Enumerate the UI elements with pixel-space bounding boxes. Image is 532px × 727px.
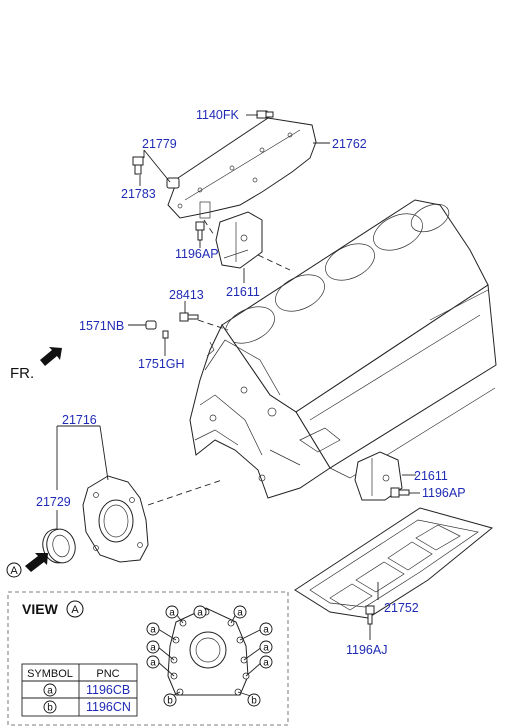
front-direction-label: FR. [10,365,34,382]
table-header-pnc: PNC [96,668,119,680]
view-a-box: VIEW A [7,591,289,726]
symbol-bubble-a-2: a [233,605,247,619]
symbol-bubble-b-9: b [163,693,177,707]
symbol-pnc-table: SYMBOL PNC a 1196CB b 1196CN [21,663,138,717]
callout-21611-top[interactable]: 21611 [226,285,260,299]
callout-21611-bottom[interactable]: 21611 [414,469,448,483]
callout-21752[interactable]: 21752 [384,601,419,615]
svg-text:a: a [237,608,243,619]
callout-1140FK[interactable]: 1140FK [196,108,240,122]
callout-28413[interactable]: 28413 [169,288,204,302]
svg-text:b: b [167,696,173,707]
callout-21783[interactable]: 21783 [121,187,156,201]
view-a-title: VIEW [22,601,59,617]
bolt-1196AP-bottom [390,487,410,498]
svg-text:a: a [197,608,203,619]
view-a-marker-letter: A [10,565,18,577]
table-row-a-symbol: a [47,686,53,697]
mount-bracket-21611-top [215,211,263,269]
callout-1571NB[interactable]: 1571NB [79,319,124,333]
symbol-bubble-a-8: a [259,655,273,669]
svg-text:a: a [150,658,156,669]
callout-1751GH[interactable]: 1751GH [138,357,185,371]
table-row-b-symbol: b [47,703,53,714]
callout-21779[interactable]: 21779 [142,137,177,151]
svg-text:a: a [169,608,175,619]
bolt-1196AP-top [195,221,205,241]
svg-text:a: a [150,625,156,636]
pin-1751GH [162,330,169,339]
view-a-marker: A [6,553,48,578]
bolt-28413 [179,312,199,322]
symbol-bubble-a-4: a [259,622,273,636]
symbol-bubble-b-10: b [247,693,261,707]
svg-text:a: a [263,625,269,636]
svg-text:a: a [263,643,269,654]
bushing-21779 [166,177,180,189]
seal-case-view [157,607,263,698]
bolt-21783 [132,156,144,175]
table-header-symbol: SYMBOL [27,668,73,680]
leader-lines [56,114,420,640]
svg-text:a: a [150,643,156,654]
oil-seal-21729 [42,528,76,564]
callout-21716[interactable]: 21716 [62,413,97,427]
callout-21762[interactable]: 21762 [332,137,367,151]
plug-1571NB [145,320,157,330]
callout-1196AP-top[interactable]: 1196AP [175,247,219,261]
callout-1196AJ[interactable]: 1196AJ [346,643,387,657]
symbol-bubble-a-6: a [259,640,273,654]
bolt-1140FK [256,110,274,119]
symbol-bubble-a-3: a [146,622,160,636]
front-direction-arrow [40,347,62,366]
symbol-bubble-a-7: a [146,655,160,669]
svg-text:a: a [263,658,269,669]
table-row-b-pnc[interactable]: 1196CN [86,700,131,714]
svg-text:b: b [251,696,257,707]
callout-21729[interactable]: 21729 [36,495,71,509]
symbol-bubble-a-1: a [193,605,207,619]
seal-case-21716 [82,475,149,563]
cover-plate-21762 [167,117,317,219]
symbol-bubble-a-0: a [165,605,179,619]
table-row-a-pnc[interactable]: 1196CB [86,683,130,697]
symbol-bubble-a-5: a [146,640,160,654]
callout-1196AP-bottom[interactable]: 1196AP [422,486,466,500]
view-a-title-marker: A [71,604,79,616]
gasket-21752 [294,507,494,619]
engine-block [189,199,497,499]
